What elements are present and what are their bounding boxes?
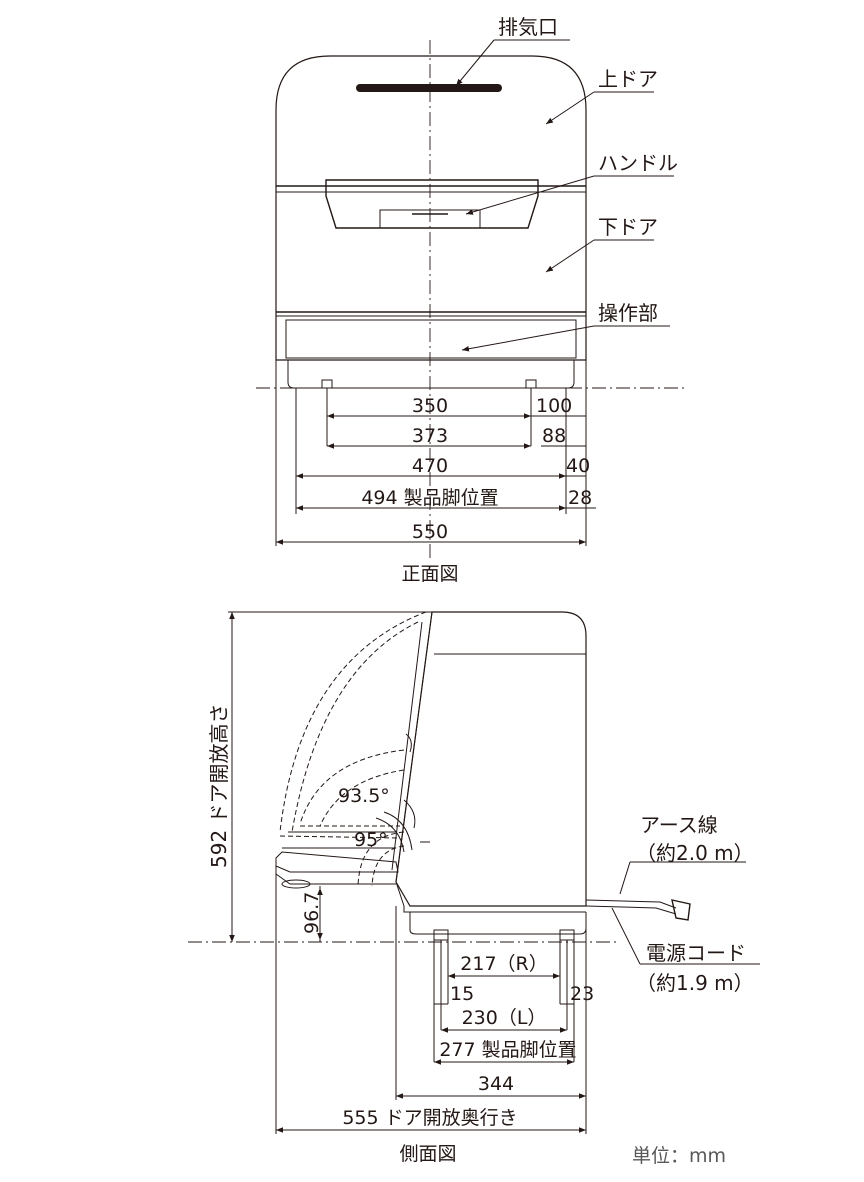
dim-96-7: 96.7 <box>301 892 323 934</box>
side-view: 592 ドア開放高さ 93.5° 95° 96.7 アース線 （約2.0 m） … <box>188 611 760 1167</box>
dim-344: 344 <box>478 1073 514 1095</box>
dim-40: 40 <box>566 455 590 477</box>
label-exhaust: 排気口 <box>498 15 558 39</box>
side-body-outline <box>395 611 587 907</box>
open-door-arc-inner <box>299 749 405 825</box>
label-power-cord-length: （約1.9 m） <box>636 971 754 995</box>
unit-note: 単位：mm <box>632 1145 726 1167</box>
dim-23: 23 <box>570 983 594 1005</box>
label-power-cord: 電源コード <box>646 941 746 965</box>
side-door <box>395 611 433 907</box>
front-body-outline <box>275 55 587 361</box>
label-angle-95: 95° <box>354 829 388 851</box>
power-cord <box>585 899 677 909</box>
dim-28: 28 <box>568 487 592 509</box>
label-earth-wire: アース線 <box>640 813 718 837</box>
label-upper-door: 上ドア <box>598 67 658 91</box>
side-foot-front <box>433 929 449 941</box>
handle-shape <box>325 179 539 229</box>
dim-550: 550 <box>412 521 448 543</box>
dim-494: 494 製品脚位置 <box>361 487 498 509</box>
dim-230: 230（L） <box>462 1007 547 1029</box>
dim-100: 100 <box>536 395 572 417</box>
exhaust-vent <box>356 84 502 92</box>
dim-277: 277 製品脚位置 <box>439 1039 576 1061</box>
dim-350: 350 <box>412 395 448 417</box>
dim-470: 470 <box>412 455 448 477</box>
power-plug-icon <box>671 899 691 921</box>
dim-373: 373 <box>412 425 448 447</box>
label-door-open-height: 592 ドア開放高さ <box>207 703 231 868</box>
front-foot-left <box>321 379 333 389</box>
dim-217: 217（R） <box>460 953 547 975</box>
label-angle-93: 93.5° <box>338 785 390 807</box>
label-control-panel: 操作部 <box>598 301 658 325</box>
open-door-arc-upper <box>279 611 427 833</box>
label-earth-wire-length: （約2.0 m） <box>636 841 754 865</box>
angle-arc-93 <box>357 831 405 887</box>
caption-front-view: 正面図 <box>401 563 458 585</box>
front-view: 排気口 上ドア ハンドル 下ドア 操作部 350 100 373 88 470 … <box>256 15 688 585</box>
caption-side-view: 側面図 <box>399 1143 456 1165</box>
label-lower-door: 下ドア <box>598 215 658 239</box>
label-handle: ハンドル <box>598 151 678 175</box>
dim-555: 555 ドア開放奥行き <box>342 1107 517 1129</box>
dim-88: 88 <box>542 425 566 447</box>
front-foot-right <box>525 379 537 389</box>
dim-15: 15 <box>450 983 474 1005</box>
side-foot-rear <box>559 929 575 941</box>
open-lower-door <box>275 851 399 873</box>
control-panel-shape <box>285 319 577 359</box>
